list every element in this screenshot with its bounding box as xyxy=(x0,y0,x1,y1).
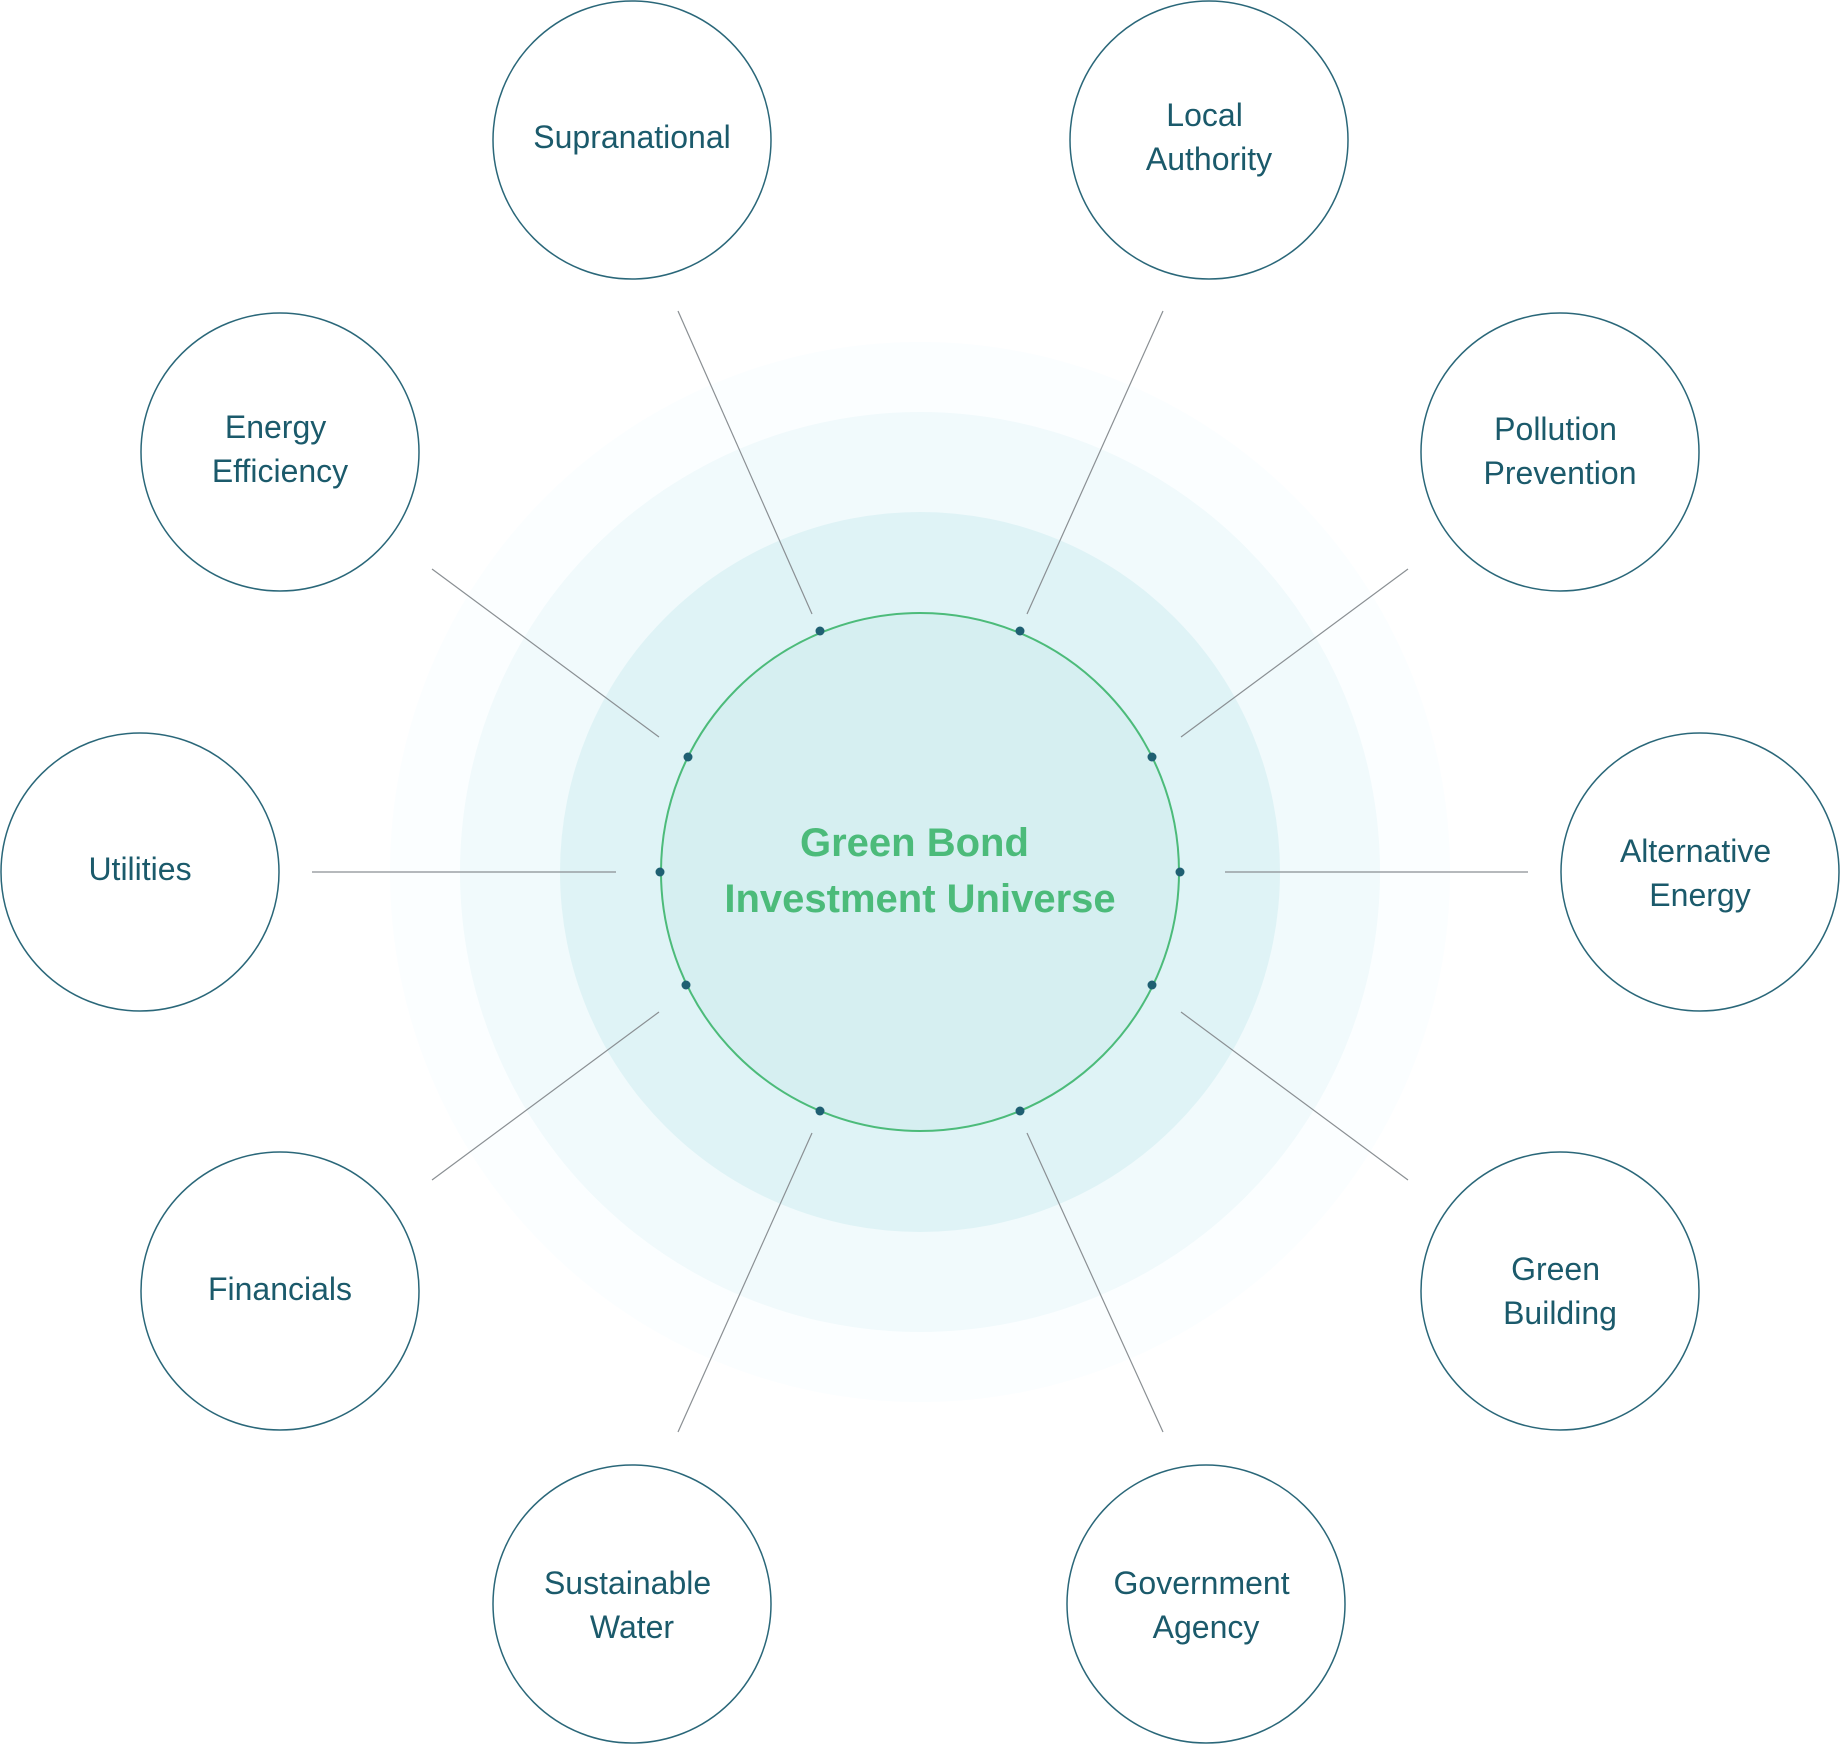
ring-dot xyxy=(1015,1106,1025,1116)
ring-dot xyxy=(655,867,665,877)
node-label-line-1: Financials xyxy=(208,1271,352,1307)
node-energy-efficiency: Energy Efficiency xyxy=(140,312,420,592)
node-circle xyxy=(1420,312,1700,592)
ring-dot xyxy=(1147,752,1157,762)
node-label-line-2: Energy xyxy=(1649,877,1750,913)
node-utilities: Utilities xyxy=(0,732,280,1012)
center-title-line-1: Green Bond xyxy=(800,821,1029,865)
ring-dots xyxy=(655,626,1185,1116)
connector-line xyxy=(677,310,813,615)
node-label-line-2: Water xyxy=(590,1609,675,1645)
node-supranational: Supranational xyxy=(492,0,772,280)
ring-dot xyxy=(815,626,825,636)
node-circle xyxy=(140,1151,420,1431)
ring-dot xyxy=(683,752,693,762)
node-label-line-2: Authority xyxy=(1146,141,1272,177)
node-circle xyxy=(492,0,772,280)
node-label-line-1: Supranational xyxy=(533,119,730,155)
node-sustainable-water: Sustainable Water xyxy=(492,1464,772,1744)
node-label-line-1: Pollution xyxy=(1494,411,1617,447)
node-label: Financials xyxy=(208,1271,352,1307)
ring-dot xyxy=(681,980,691,990)
node-label: Green Building xyxy=(1503,1251,1617,1331)
connector-line xyxy=(1180,1011,1409,1181)
center-title: Green Bond Investment Universe xyxy=(724,821,1115,921)
node-label-line-1: Energy xyxy=(225,409,326,445)
node-label: Utilities xyxy=(88,851,191,887)
node-label-line-2: Prevention xyxy=(1484,455,1637,491)
node-green-building: Green Building xyxy=(1420,1151,1700,1431)
connector-line xyxy=(431,568,660,738)
node-label-line-2: Building xyxy=(1503,1295,1617,1331)
node-label: Government Agency xyxy=(1114,1565,1299,1645)
node-government-agency: Government Agency xyxy=(1066,1464,1346,1744)
center-title-line-2: Investment Universe xyxy=(724,877,1115,921)
connector-line xyxy=(431,1011,660,1181)
node-label: Local Authority xyxy=(1146,97,1272,177)
center-circle xyxy=(660,612,1180,1132)
connector-line xyxy=(1026,310,1164,615)
ring-dot xyxy=(1175,867,1185,877)
node-label: Alternative Energy xyxy=(1620,833,1780,913)
node-label-line-1: Local xyxy=(1166,97,1243,133)
node-circle xyxy=(1420,1151,1700,1431)
ring-dot xyxy=(1147,980,1157,990)
node-label: Energy Efficiency xyxy=(212,409,348,489)
node-label-line-1: Alternative xyxy=(1620,833,1771,869)
node-circle xyxy=(140,312,420,592)
node-label: Supranational xyxy=(533,119,730,155)
connector-line xyxy=(1026,1132,1164,1433)
node-label-line-2: Efficiency xyxy=(212,453,348,489)
node-circle xyxy=(0,732,280,1012)
node-label-line-1: Utilities xyxy=(88,851,191,887)
connector-line xyxy=(1180,568,1409,738)
node-label: Pollution Prevention xyxy=(1484,411,1637,491)
connector-line xyxy=(677,1132,813,1433)
node-label-line-1: Government xyxy=(1114,1565,1290,1601)
ring-dot xyxy=(1015,626,1025,636)
node-circle xyxy=(1069,0,1349,280)
node-label-line-2: Agency xyxy=(1153,1609,1260,1645)
node-label-line-1: Green xyxy=(1511,1251,1600,1287)
node-financials: Financials xyxy=(140,1151,420,1431)
node-circle xyxy=(1066,1464,1346,1744)
node-pollution-prevention: Pollution Prevention xyxy=(1420,312,1700,592)
node-circle xyxy=(492,1464,772,1744)
node-label: Sustainable Water xyxy=(544,1565,720,1645)
node-local-authority: Local Authority xyxy=(1069,0,1349,280)
node-alternative-energy: Alternative Energy xyxy=(1560,732,1840,1012)
ring-dot xyxy=(815,1106,825,1116)
connector-lines xyxy=(312,310,1528,1433)
node-circle xyxy=(1560,732,1840,1012)
node-label-line-1: Sustainable xyxy=(544,1565,711,1601)
